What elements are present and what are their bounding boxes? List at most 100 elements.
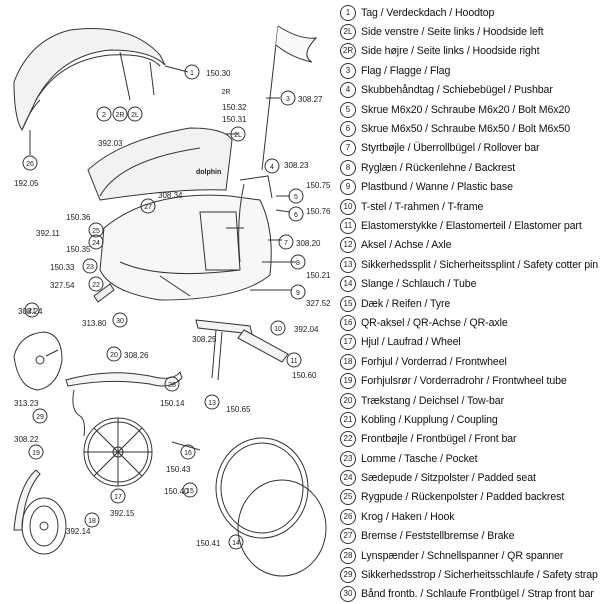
callout: 8 bbox=[296, 260, 300, 267]
part-code: 150.43 bbox=[166, 465, 191, 474]
callout: 22 bbox=[92, 282, 100, 289]
legend-number-badge: 9 bbox=[340, 179, 356, 196]
legend-item: 17 Hjul / Laufrad / Wheel bbox=[340, 333, 598, 352]
legend-number-badge: 11 bbox=[340, 217, 356, 234]
legend-item: 16 QR-aksel / QR-Achse / QR-axle bbox=[340, 313, 598, 332]
part-code: 308.24 bbox=[18, 307, 43, 316]
legend-number-badge: 21 bbox=[340, 411, 356, 428]
part-code: 313.80 bbox=[82, 319, 107, 328]
legend-number-badge: 13 bbox=[340, 256, 356, 273]
part-code: 392.14 bbox=[66, 527, 91, 536]
part-code: 308.34 bbox=[158, 191, 183, 200]
legend-text: Skrue M6x20 / Schraube M6x20 / Bolt M6x2… bbox=[361, 103, 571, 116]
part-code: 192.05 bbox=[14, 179, 39, 188]
part-code: 308.22 bbox=[14, 435, 39, 444]
callout: 6 bbox=[294, 212, 298, 219]
part-code: 150.35 bbox=[66, 245, 91, 254]
flag-part bbox=[261, 25, 318, 171]
part-code: 150.65 bbox=[226, 405, 251, 414]
legend-item: 18 Forhjul / Vorderrad / Frontwheel bbox=[340, 352, 598, 371]
legend-number-badge: 18 bbox=[340, 353, 356, 370]
legend-item: 6 Skrue M6x50 / Schraube M6x50 / Bolt M6x… bbox=[340, 119, 598, 138]
part-code: 308.25 bbox=[192, 335, 217, 344]
part-code: 327.52 bbox=[306, 299, 331, 308]
part-code: 327.54 bbox=[50, 281, 75, 290]
callout: 1 bbox=[190, 70, 194, 77]
callout: 14 bbox=[232, 540, 240, 547]
legend-item: 11 Elastomerstykke / Elastomerteil / Elas… bbox=[340, 216, 598, 235]
callout: 20 bbox=[110, 352, 118, 359]
legend-text: QR-aksel / QR-Achse / QR-axle bbox=[361, 316, 508, 329]
callout: 7 bbox=[284, 240, 288, 247]
callout: 30 bbox=[116, 318, 124, 325]
legend-number-badge: 16 bbox=[340, 314, 356, 331]
callout: 11 bbox=[290, 358, 297, 365]
part-code: 392.04 bbox=[294, 325, 319, 334]
legend-text: Ryglæn / Rückenlehne / Backrest bbox=[361, 161, 516, 174]
legend-number-badge: 7 bbox=[340, 140, 356, 157]
callout: 18 bbox=[88, 518, 96, 525]
legend-number-badge: 20 bbox=[340, 392, 356, 409]
part-code: 150.36 bbox=[66, 213, 91, 222]
qr-axle-part bbox=[171, 441, 201, 451]
front-wheel-part bbox=[21, 497, 67, 555]
strap-front-bar-part bbox=[93, 283, 115, 303]
callout-labels: 1 3 26 2L 4 5 6 27 25 24 7 23 8 22 9 30 … bbox=[26, 70, 300, 547]
legend-text: Side venstre / Seite links / Hoodside le… bbox=[361, 26, 544, 39]
legend-text: Forhjul / Vorderrad / Frontwheel bbox=[361, 355, 507, 368]
tow-bar-part bbox=[65, 370, 183, 387]
callout: 2L bbox=[234, 132, 242, 139]
callout: 2R bbox=[222, 89, 231, 96]
legend-text: Bånd frontb. / Schlaufe Frontbügel / Str… bbox=[361, 588, 594, 601]
part-code: 313.23 bbox=[14, 399, 39, 408]
legend-text: Hjul / Laufrad / Wheel bbox=[361, 336, 461, 349]
part-code: 150.32 bbox=[222, 103, 247, 112]
legend-text: Elastomerstykke / Elastomerteil / Elasto… bbox=[361, 219, 582, 232]
legend-number-badge: 25 bbox=[340, 489, 356, 506]
legend-text: Skrue M6x50 / Schraube M6x50 / Bolt M6x5… bbox=[361, 123, 571, 136]
callout: 2 bbox=[102, 112, 106, 119]
callout: 19 bbox=[32, 450, 40, 457]
exploded-parts-diagram: 1 3 26 2L 4 5 6 27 25 24 7 23 8 22 9 30 … bbox=[13, 25, 331, 577]
legend-text: Plastbund / Wanne / Plastic base bbox=[361, 181, 513, 194]
legend-text: Bremse / Feststellbremse / Brake bbox=[361, 530, 515, 543]
part-code: 150.21 bbox=[306, 271, 331, 280]
part-code: 150.14 bbox=[160, 399, 185, 408]
legend-number-badge: 6 bbox=[340, 121, 356, 138]
legend-number-badge: 24 bbox=[340, 470, 356, 487]
coupling-part bbox=[13, 331, 63, 391]
callout: 4 bbox=[270, 164, 274, 171]
t-frame-part bbox=[195, 319, 289, 381]
callout: 2R bbox=[116, 112, 125, 119]
part-codes: 150.30 150.32 150.31 308.27 392.03 192.0… bbox=[14, 69, 331, 548]
legend-number-badge: 26 bbox=[340, 508, 356, 525]
callout: 13 bbox=[208, 400, 216, 407]
legend-text: T-stel / T-rahmen / T-frame bbox=[361, 200, 484, 213]
part-code: 392.03 bbox=[98, 139, 123, 148]
part-code: 150.60 bbox=[292, 371, 317, 380]
legend-text: Sikkerhedssplit / Sicherheitssplint / Sa… bbox=[361, 258, 599, 271]
legend-text: Forhjulsrør / Vorderradrohr / Frontwheel… bbox=[361, 375, 567, 388]
legend-text: Rygpude / Rückenpolster / Padded backres… bbox=[361, 491, 565, 504]
legend-text: Styrtbøjle / Überrollbügel / Rollover ba… bbox=[361, 142, 540, 155]
legend-number-badge: 17 bbox=[340, 334, 356, 351]
legend-text: Lynspænder / Schnellspanner / QR spanner bbox=[361, 549, 564, 562]
part-code: 150.33 bbox=[50, 263, 75, 272]
legend-item: 25 Rygpude / Rückenpolster / Padded backr… bbox=[340, 488, 598, 507]
legend-number-badge: 15 bbox=[340, 295, 356, 312]
callout-markers bbox=[22, 64, 306, 550]
legend-text: Side højre / Seite links / Hoodside righ… bbox=[361, 45, 540, 58]
legend-text: Trækstang / Deichsel / Tow-bar bbox=[361, 394, 505, 407]
legend-number-badge: 22 bbox=[340, 431, 356, 448]
